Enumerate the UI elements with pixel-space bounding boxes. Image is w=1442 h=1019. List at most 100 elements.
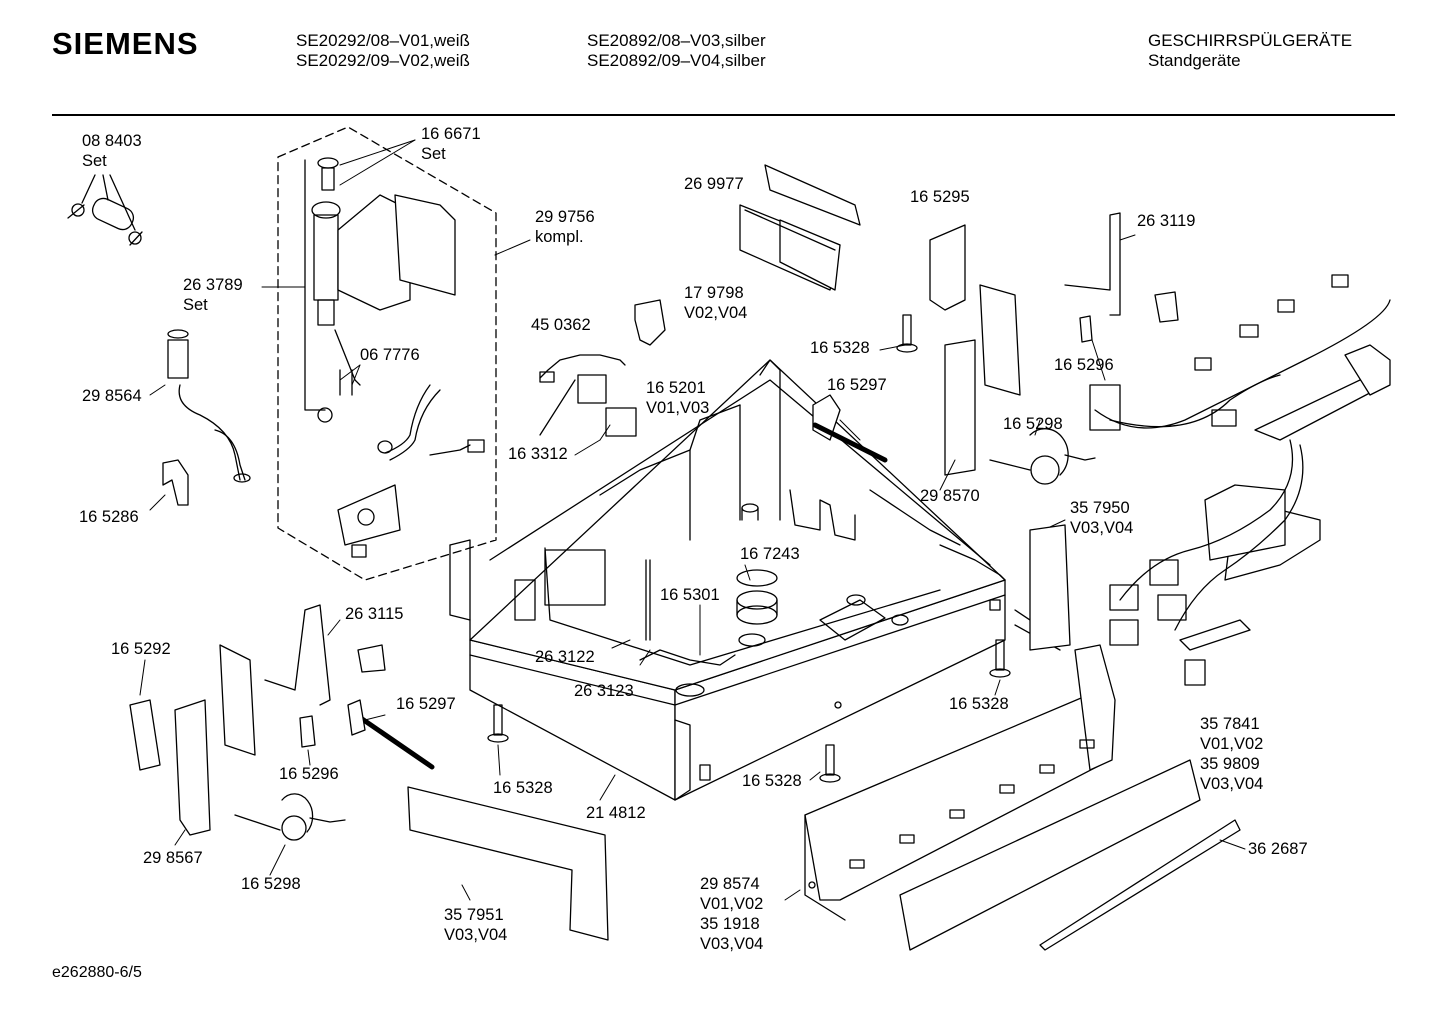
part-note: V01,V02 (700, 895, 764, 913)
part-number: 29 8574 (700, 875, 760, 893)
part-label-298570: 29 8570 (920, 486, 980, 506)
part-label-165298b: 16 5298 (241, 874, 301, 894)
part-label-263115: 26 3115 (345, 604, 403, 624)
part-note: V03,V04 (700, 935, 764, 953)
model-line: SE20892/09–V04,silber (587, 51, 766, 70)
brackets-left-drawing (130, 605, 432, 840)
part-label-067776: 06 7776 (360, 345, 420, 365)
part-number: 08 8403 (82, 132, 142, 150)
part-note: V01,V02 (1200, 735, 1264, 753)
part-number: 16 5296 (279, 765, 339, 783)
sump-parts-drawing (640, 504, 908, 696)
part-number: 45 0362 (531, 316, 591, 334)
part-number: 26 3119 (1137, 212, 1196, 230)
brackets-right-drawing (930, 213, 1178, 650)
part-number: 16 5328 (742, 772, 802, 790)
part-number: 16 6671 (421, 125, 481, 143)
siemens-logo: SIEMENS (52, 26, 199, 61)
screws-drawing (488, 315, 1010, 782)
model-list-silver: SE20892/08–V03,silber SE20892/09–V04,sil… (587, 31, 766, 71)
part-label-357951: 35 7951 V03,V04 (444, 905, 507, 945)
part-number: 29 8570 (920, 487, 980, 505)
part-note: kompl. (535, 228, 584, 246)
control-module-drawing (740, 165, 860, 290)
front-panels-drawing (408, 645, 1240, 950)
model-line: SE20292/08–V01,weiß (296, 31, 470, 50)
category-title: GESCHIRRSPÜLGERÄTE (1148, 31, 1353, 50)
part-label-450362: 45 0362 (531, 315, 591, 335)
part-label-179798: 17 9798 V02,V04 (684, 283, 747, 323)
part-number: 29 8567 (143, 849, 203, 867)
part-note: V03,V04 (1070, 519, 1134, 537)
part-note: V02,V04 (684, 304, 748, 322)
part-label-263789: 26 3789 Set (183, 275, 243, 315)
part-label-165297b: 16 5297 (396, 694, 456, 714)
part-number: 16 5328 (810, 339, 870, 357)
part-number: 35 9809 (1200, 755, 1260, 773)
part-number: 16 5328 (493, 779, 553, 797)
part-label-269977: 26 9977 (684, 174, 744, 194)
part-label-165296a: 16 5296 (1054, 355, 1114, 375)
part-number: 16 5201 (646, 379, 706, 397)
part-number: 16 5292 (111, 640, 171, 658)
part-number: 16 5286 (79, 508, 139, 526)
part-label-165292: 16 5292 (111, 639, 171, 659)
part-number: 35 7951 (444, 906, 504, 924)
part-label-357950: 35 7950 V03,V04 (1070, 498, 1133, 538)
category-block: GESCHIRRSPÜLGERÄTE Standgeräte (1148, 31, 1352, 71)
wiring-harness-drawing (1090, 275, 1390, 685)
part-label-214812: 21 4812 (586, 803, 646, 823)
part-number: 16 5298 (241, 875, 301, 893)
base-tub-drawing (450, 360, 1060, 800)
part-label-165201: 16 5201 V01,V03 (646, 378, 709, 418)
leader-lines (140, 140, 1245, 900)
part-note: Set (421, 145, 446, 163)
part-number: 21 4812 (586, 804, 646, 822)
part-number: 35 1918 (700, 915, 760, 933)
header-divider (52, 114, 1395, 116)
part-number: 35 7841 (1200, 715, 1260, 733)
part-number: 36 2687 (1248, 840, 1308, 858)
model-list-white: SE20292/08–V01,weiß SE20292/09–V02,weiß (296, 31, 470, 71)
part-number: 35 7950 (1070, 499, 1130, 517)
part-label-263119: 26 3119 (1137, 211, 1195, 231)
part-number: 16 3312 (508, 445, 568, 463)
small-parts-drawing (540, 300, 1320, 580)
part-label-362687: 36 2687 (1248, 839, 1308, 859)
clip-165286-drawing (163, 460, 188, 505)
hose-clamp-drawing (68, 175, 142, 245)
part-label-163312: 16 3312 (508, 444, 568, 464)
part-label-165296b: 16 5296 (279, 764, 339, 784)
part-number: 16 5297 (396, 695, 456, 713)
part-label-298567: 29 8567 (143, 848, 203, 868)
part-label-299756: 29 9756 kompl. (535, 207, 595, 247)
model-line: SE20892/08–V03,silber (587, 31, 766, 50)
drain-hose-drawing (168, 330, 250, 482)
aquastop-set-drawing (278, 127, 496, 580)
part-label-165297a: 16 5297 (827, 375, 887, 395)
part-number: 06 7776 (360, 346, 420, 364)
part-label-165328c: 16 5328 (493, 778, 553, 798)
part-label-165286: 16 5286 (79, 507, 139, 527)
part-number: 16 5328 (949, 695, 1009, 713)
part-note: V01,V03 (646, 399, 710, 417)
part-label-298574: 29 8574 V01,V02 35 1918 V03,V04 (700, 874, 763, 954)
part-number: 29 8564 (82, 387, 142, 405)
part-number: 26 9977 (684, 175, 744, 193)
part-number: 26 3789 (183, 276, 243, 294)
drawing-id: e262880-6/5 (52, 964, 142, 981)
model-line: SE20292/09–V02,weiß (296, 51, 470, 70)
part-number: 26 3123 (574, 682, 634, 700)
part-number: 16 5298 (1003, 415, 1063, 433)
part-label-165328d: 16 5328 (742, 771, 802, 791)
part-note: V03,V04 (1200, 775, 1264, 793)
part-number: 26 3122 (535, 648, 595, 666)
part-label-298564: 29 8564 (82, 386, 142, 406)
part-label-263122: 26 3122 (535, 647, 595, 667)
part-label-165298a: 16 5298 (1003, 414, 1063, 434)
part-number: 16 7243 (740, 545, 800, 563)
part-label-165328b: 16 5328 (949, 694, 1009, 714)
part-number: 16 5301 (660, 586, 720, 604)
part-number: 26 3115 (345, 605, 404, 623)
